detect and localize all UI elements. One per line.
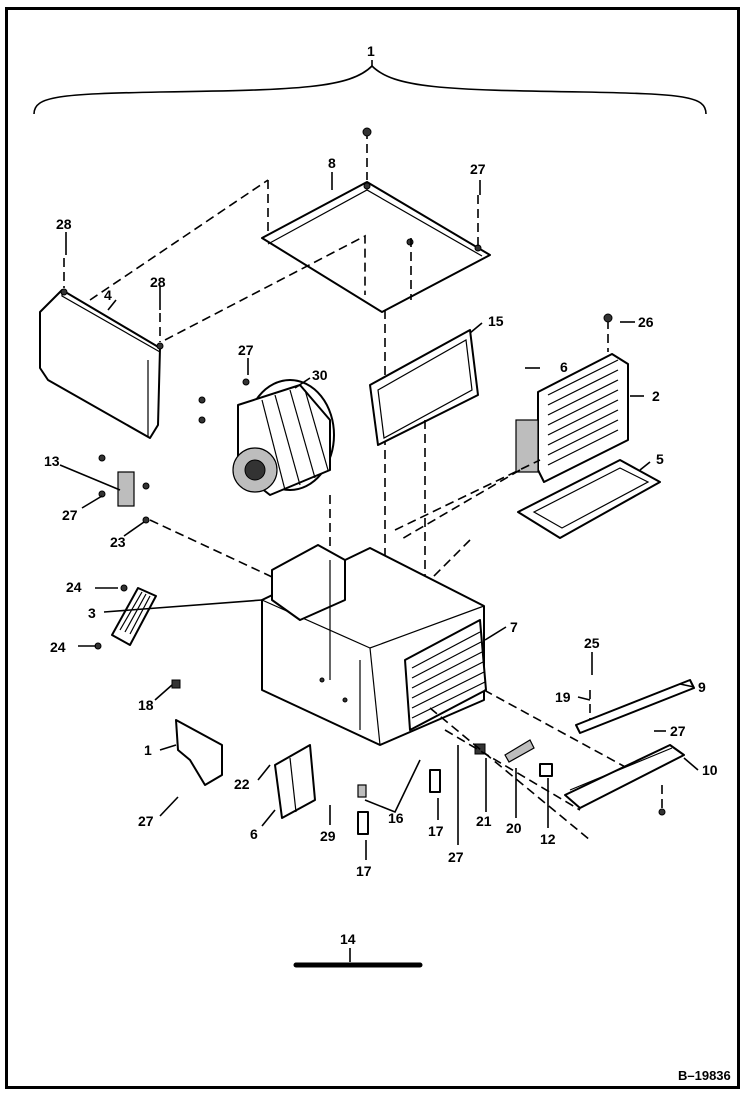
fitting-12 bbox=[539, 763, 553, 777]
callout-2: 2 bbox=[652, 388, 660, 404]
fitting-18 bbox=[171, 679, 181, 689]
assembly-brace bbox=[33, 64, 707, 115]
fitting-17-b bbox=[357, 811, 369, 835]
callout-15: 15 bbox=[488, 313, 504, 329]
callout-24-b: 24 bbox=[50, 639, 66, 655]
callout-9: 9 bbox=[698, 679, 706, 695]
callout-10: 10 bbox=[702, 762, 718, 778]
callout-29: 29 bbox=[320, 828, 336, 844]
air-louver bbox=[94, 584, 157, 650]
blower-assembly bbox=[198, 378, 335, 560]
callout-30: 30 bbox=[312, 367, 328, 383]
side-cover-panel bbox=[39, 258, 164, 439]
callout-3: 3 bbox=[88, 605, 96, 621]
mounting-rail-lower bbox=[564, 744, 685, 816]
callout-17-b: 17 bbox=[356, 863, 372, 879]
callout-18: 18 bbox=[138, 697, 154, 713]
fitting-20 bbox=[504, 739, 535, 763]
mounting-rail-upper bbox=[575, 679, 695, 734]
duct-elbow bbox=[274, 744, 316, 819]
callout-27-f: 27 bbox=[448, 849, 464, 865]
callout-27-a: 27 bbox=[470, 161, 486, 177]
fitting-17-a bbox=[429, 769, 441, 793]
callout-27-b: 27 bbox=[238, 342, 254, 358]
callout-27-c: 27 bbox=[62, 507, 78, 523]
callout-28-a: 28 bbox=[56, 216, 72, 232]
callout-17-a: 17 bbox=[428, 823, 444, 839]
evaporator-coil bbox=[404, 619, 487, 731]
callout-16: 16 bbox=[388, 810, 404, 826]
callout-12: 12 bbox=[540, 831, 556, 847]
callout-19: 19 bbox=[555, 689, 571, 705]
top-cover-plate bbox=[261, 127, 491, 313]
callout-27-d: 27 bbox=[138, 813, 154, 829]
callout-23: 23 bbox=[110, 534, 126, 550]
callout-6-b: 6 bbox=[250, 826, 258, 842]
callout-4: 4 bbox=[104, 287, 112, 303]
callout-27-e: 27 bbox=[670, 723, 686, 739]
callout-25: 25 bbox=[584, 635, 600, 651]
callout-28-b: 28 bbox=[150, 274, 166, 290]
reference-code: B–19836 bbox=[678, 1068, 731, 1083]
callout-1-side: 1 bbox=[144, 742, 152, 758]
callout-22: 22 bbox=[234, 776, 250, 792]
heater-core bbox=[515, 313, 629, 483]
fitting-16 bbox=[357, 784, 367, 798]
side-bracket bbox=[175, 719, 223, 786]
callout-20: 20 bbox=[506, 820, 522, 836]
callout-24-a: 24 bbox=[66, 579, 82, 595]
callout-5: 5 bbox=[656, 451, 664, 467]
callout-8: 8 bbox=[328, 155, 336, 171]
callout-21: 21 bbox=[476, 813, 492, 829]
callout-26: 26 bbox=[638, 314, 654, 330]
resistor-assembly bbox=[98, 454, 150, 524]
callout-14: 14 bbox=[340, 931, 356, 947]
callout-13: 13 bbox=[44, 453, 60, 469]
callout-6-a: 6 bbox=[560, 359, 568, 375]
callout-7: 7 bbox=[510, 619, 518, 635]
drain-pan bbox=[517, 459, 661, 539]
callout-1-top: 1 bbox=[367, 43, 375, 59]
